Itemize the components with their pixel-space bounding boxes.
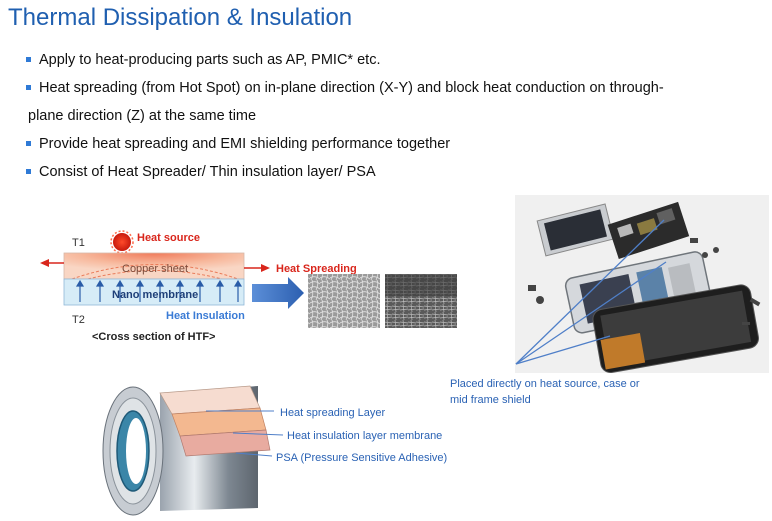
heat-left-arrow-icon (40, 259, 64, 267)
heat-source-icon (110, 230, 134, 254)
photo-leader-lines (515, 219, 667, 365)
bullet-marker-icon (26, 140, 31, 146)
bullet-text: Consist of Heat Spreader/ Thin insulatio… (39, 164, 376, 180)
bullet-text: Provide heat spreading and EMI shielding… (39, 136, 451, 152)
bullet-marker-icon (26, 56, 31, 62)
bullet-text: Apply to heat-producing parts such as AP… (39, 52, 381, 68)
bullet-item: Provide heat spreading and EMI shielding… (26, 130, 726, 158)
heat-insulation-label: Heat Insulation (166, 310, 245, 322)
tape-roll-illustration (102, 385, 271, 516)
fiber-sem-image (308, 274, 380, 328)
photo-note: Placed directly on heat source, case or … (450, 378, 640, 406)
roll-label-psa: PSA (Pressure Sensitive Adhesive) (276, 452, 447, 464)
bullet-marker-icon (26, 168, 31, 174)
copper-sheet-label: Copper sheet (122, 263, 188, 275)
bullet-text: plane direction (Z) at the same time (28, 108, 257, 124)
slide-title: Thermal Dissipation & Insulation (8, 4, 353, 31)
cross-section-diagram: T1 Heat source Copper sheet Heat Spreadi… (40, 230, 457, 343)
psa-layer-strip (179, 429, 271, 457)
heat-contour (71, 264, 239, 280)
display-panel-image (592, 284, 759, 374)
bullet-marker-icon (26, 84, 31, 90)
roll-label-insulation: Heat insulation layer membrane (287, 430, 442, 442)
heat-right-arrow-icon (244, 264, 270, 272)
heat-source-label: Heat source (137, 232, 200, 244)
battery-image (536, 203, 615, 257)
bullet-text: Heat spreading (from Hot Spot) on in-pla… (39, 80, 664, 96)
small-parts-image (528, 238, 761, 325)
heat-spreading-label: Heat Spreading (276, 263, 357, 275)
heat-contour (87, 270, 223, 280)
nano-membrane-layer (63, 278, 245, 306)
nano-membrane-label: Nano membrane (112, 289, 198, 301)
t1-label: T1 (72, 237, 85, 249)
cross-section-caption: <Cross section of HTF> (92, 331, 215, 343)
roll-leader-lines (206, 410, 284, 457)
exploded-phone-photo (515, 195, 769, 374)
bullet-item: Heat spreading (from Hot Spot) on in-pla… (26, 74, 726, 102)
roll-label-heat-spreading: Heat spreading Layer (280, 407, 386, 419)
insulation-arrows-icon (75, 279, 243, 302)
bullet-continuation: plane direction (Z) at the same time (28, 102, 728, 130)
bullet-item: Apply to heat-producing parts such as AP… (26, 46, 726, 74)
big-right-arrow-icon (252, 277, 304, 309)
t2-label: T2 (72, 314, 85, 326)
bullet-item: Consist of Heat Spreader/ Thin insulatio… (26, 158, 726, 186)
